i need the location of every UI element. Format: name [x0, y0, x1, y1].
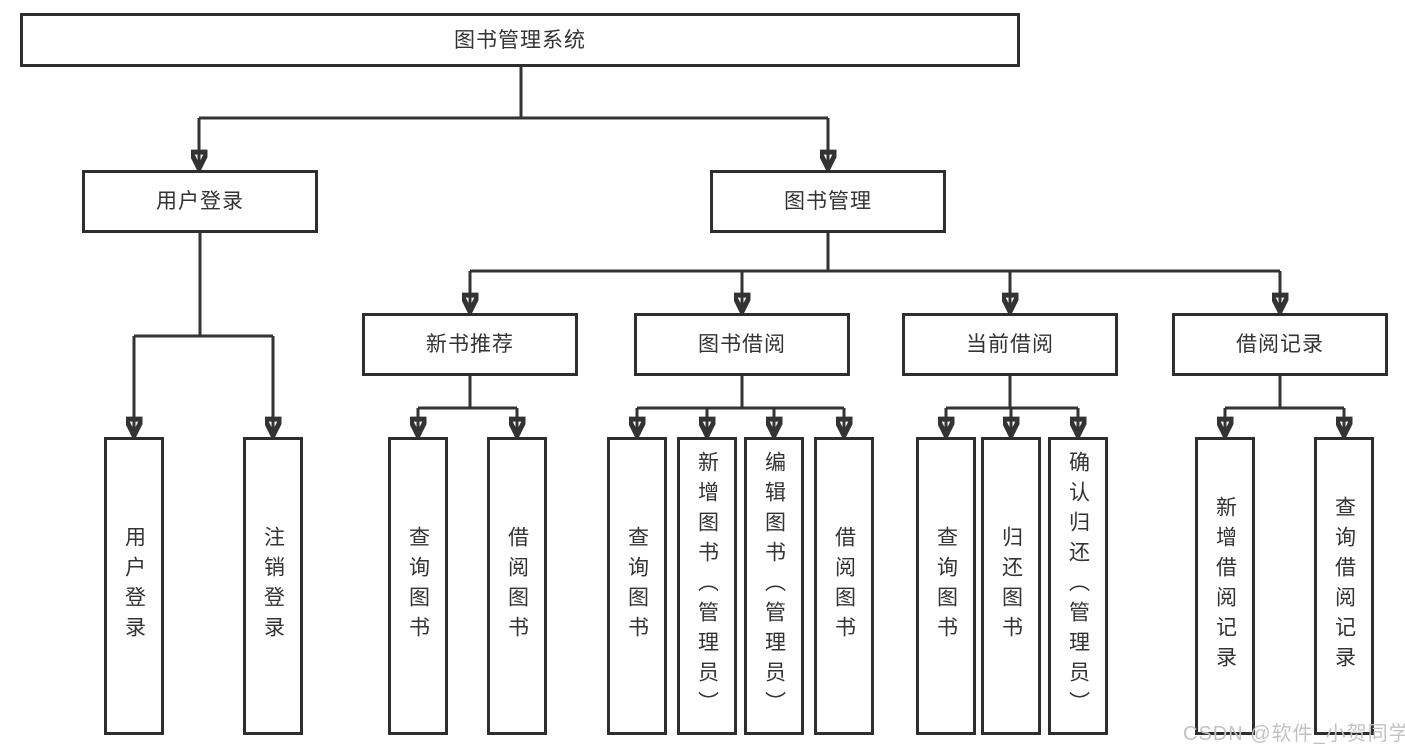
leaf-add-books-admin: 新增图书（管理员）	[677, 437, 737, 735]
leaf-query-books-recommend: 查询图书	[388, 437, 448, 735]
leaf-query-books-current: 查询图书	[916, 437, 976, 735]
leaf-add-borrow-record: 新增借阅记录	[1195, 437, 1255, 735]
leaf-logout: 注销登录	[243, 437, 303, 735]
node-current-borrowing: 当前借阅	[902, 313, 1118, 376]
node-library-system: 图书管理系统	[20, 13, 1020, 67]
leaf-query-borrow-record: 查询借阅记录	[1314, 437, 1374, 735]
node-book-management: 图书管理	[710, 170, 946, 233]
leaf-query-books-borrowing: 查询图书	[607, 437, 667, 735]
node-borrow-records: 借阅记录	[1172, 313, 1388, 376]
leaf-return-books: 归还图书	[981, 437, 1041, 735]
leaf-borrow-books-recommend: 借阅图书	[487, 437, 547, 735]
node-user-login: 用户登录	[82, 170, 318, 233]
node-book-borrowing: 图书借阅	[634, 313, 850, 376]
leaf-borrow-books-borrowing: 借阅图书	[814, 437, 874, 735]
leaf-confirm-return-admin: 确认归还（管理员）	[1048, 437, 1108, 735]
node-new-book-recommend: 新书推荐	[362, 313, 578, 376]
leaf-user-login: 用户登录	[104, 437, 164, 735]
leaf-edit-books-admin: 编辑图书（管理员）	[744, 437, 804, 735]
csdn-watermark: CSDN @软件_小贺同学	[1183, 723, 1405, 745]
